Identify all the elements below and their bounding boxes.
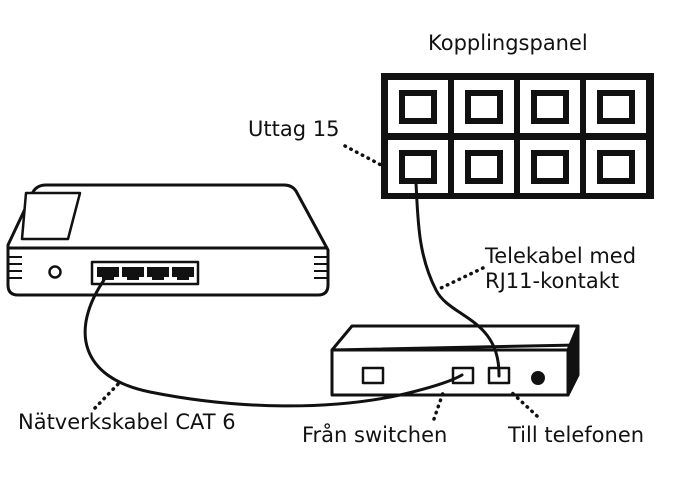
switch-body	[6, 183, 330, 297]
from-switch-label: Från switchen	[302, 423, 448, 447]
switch-ethernet-port	[147, 267, 169, 280]
adapter-port-left	[361, 366, 385, 385]
patch-panel	[381, 73, 654, 199]
patch-port-opening	[537, 156, 563, 178]
outlet-label: Uttag 15	[248, 117, 340, 141]
patch-port-opening	[471, 156, 497, 178]
adapter-power-jack	[531, 371, 545, 385]
phone-cable-label-line1: Telekabel med	[485, 244, 637, 268]
patch-port-opening	[405, 156, 431, 178]
switch-power-led	[48, 265, 62, 279]
switch-ethernet-port	[122, 267, 144, 280]
to-phone-label: Till telefonen	[508, 423, 645, 447]
network-cable-cat6	[83, 278, 464, 408]
cables	[83, 181, 501, 408]
switch-ethernet-port	[97, 267, 119, 280]
network-switch	[6, 183, 330, 297]
switch-display-window	[20, 191, 82, 241]
phone-cable-label-line2: RJ11-kontakt	[485, 269, 620, 294]
switch-ethernet-port	[172, 267, 194, 280]
leader-network-cable	[93, 378, 124, 410]
leader-phone-cable	[439, 266, 485, 290]
leader-outlet	[343, 144, 385, 168]
network-cable-label: Nätverkskabel CAT 6	[18, 410, 236, 434]
patch-panel-label: Kopplingspanel	[428, 31, 588, 55]
leader-lines	[93, 144, 539, 421]
patch-port-opening	[537, 96, 563, 118]
leader-to-phone	[507, 388, 539, 418]
adapter-top	[330, 324, 580, 352]
switch-ethernet-ports	[97, 267, 194, 280]
phone-cable-label: Telekabel med RJ11-kontakt	[485, 244, 636, 294]
phone-cable-rj11	[414, 181, 501, 378]
phone-adapter	[330, 324, 580, 397]
patch-port-openings	[405, 96, 629, 178]
patch-port-opening	[471, 96, 497, 118]
switch-side-vents	[8, 256, 328, 279]
patch-port-opening	[603, 96, 629, 118]
leader-from-switch	[432, 388, 446, 421]
patch-port-opening	[603, 156, 629, 178]
patch-port-opening	[405, 96, 431, 118]
